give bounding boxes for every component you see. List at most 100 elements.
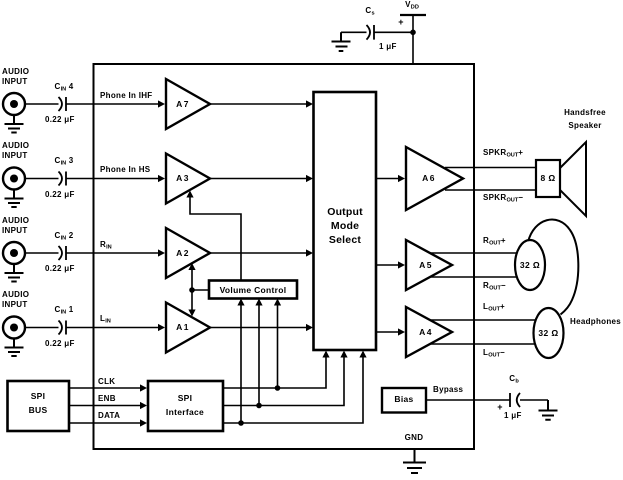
cb-ground-symbol [538,400,558,421]
arrowhead [306,323,313,332]
arrowhead [255,298,263,306]
volume-control-label: Volume Control [219,284,287,295]
spi-interface-label-line1: SPI [177,393,193,403]
cb-label: Cb [509,374,519,385]
lout-wires [430,319,540,345]
oms-to-amps-wires [376,177,402,333]
arrowhead [186,190,194,198]
amp-label: A2 [176,248,190,258]
amp-a6 [404,144,466,213]
headphone-ear-right [513,238,547,292]
cap-value-label: 0.22 μF [45,190,75,199]
cb-value-label: 1 μF [504,411,522,420]
spkr-out-wires [445,166,538,191]
arrowhead [359,350,367,358]
amp-label: A3 [176,173,190,183]
jack-pin [10,249,18,257]
amp-label: A4 [419,327,433,337]
audio-input-label: INPUT [2,226,28,235]
audio-input-label: AUDIO [2,216,30,225]
audio-input-label: AUDIO [2,67,30,76]
handsfree-speaker-label-line2: Speaker [568,121,602,130]
headphones-label: Headphones [570,317,622,326]
audio-input-label: INPUT [2,300,28,309]
jack-pin [10,100,18,108]
arrowhead [398,174,405,183]
spkr-out-plus-label: SPKROUT+ [483,148,524,159]
arrowheads [140,100,405,427]
arrowhead [306,249,313,257]
arrowhead [158,249,165,257]
speaker-impedance-label: 8 Ω [540,173,556,183]
signal-label: Phone In IHF [100,91,153,100]
audio-jack-3 [1,166,27,191]
speaker-horn [559,139,587,219]
audio-jack-1 [1,315,27,340]
arrowhead [398,328,405,336]
gnd-ground-symbol [403,449,426,474]
junction-dot [256,402,262,409]
spi-out-wire-3 [223,354,364,424]
input-ground-3 [4,189,24,208]
l-out-plus-label: LOUT+ [483,302,505,313]
clk-label: CLK [98,377,116,386]
signal-label: RIN [100,240,112,251]
cin4-capacitor [57,96,67,112]
spi-bus-label-line2: BUS [28,405,48,415]
input-ground-1 [4,338,24,357]
cs-plus-label: + [398,17,404,27]
amp-a3 [164,151,213,206]
ic-block-outline [92,63,475,450]
cs-ground-symbol [331,32,351,52]
r-out-minus-label: ROUT− [483,281,506,292]
amp-label: A7 [176,99,190,109]
spi-out-wire-1 [223,354,327,389]
arrowhead [188,263,196,270]
cap-label: CIN 4 [54,82,74,93]
cap-label: CIN 2 [54,231,74,242]
arrowhead [158,100,165,108]
arrowhead [140,419,147,427]
bypass-label: Bypass [433,385,464,394]
cin2-capacitor [57,245,67,261]
spi-interface-label-line2: Interface [165,407,205,417]
amp-a4 [404,304,455,360]
amp-label: A6 [422,173,436,183]
audio-input-label: INPUT [2,77,28,86]
input-ground-4 [4,115,24,134]
jack-pin [10,174,18,183]
enb-label: ENB [98,394,116,403]
cap-label: CIN 1 [54,305,74,316]
cs-label: Cs [365,6,375,17]
cs-capacitor [365,24,375,41]
arrowhead [273,298,282,306]
amp-a5 [404,237,455,293]
volume-control-box [207,279,299,300]
junction-dot [238,420,244,426]
audio-input-label: AUDIO [2,141,30,150]
rout-wires [430,252,522,278]
junction-dot [274,385,281,391]
cin1-capacitor [57,319,67,336]
audio-jack-2 [1,240,27,266]
arrowhead [237,298,245,306]
jack-pin [10,323,18,332]
spi-interface-box [146,379,225,433]
arrowhead [306,100,313,108]
spi-out-wire-2 [223,354,345,407]
headphone-band [527,218,580,316]
spi-bus-wires [69,387,144,424]
data-label: DATA [98,411,121,420]
oms-label-line3: Select [328,234,362,246]
cin3-capacitor [57,170,67,187]
amp-label: A1 [176,322,190,332]
oms-label-line1: Output [327,206,363,218]
arrowhead [188,309,196,317]
cap-label: CIN 3 [54,156,74,167]
spkr-out-minus-label: SPKROUT− [483,193,524,204]
junction-dot [189,287,195,293]
cb-plus-label: + [497,402,503,412]
amp-a2 [164,225,213,281]
